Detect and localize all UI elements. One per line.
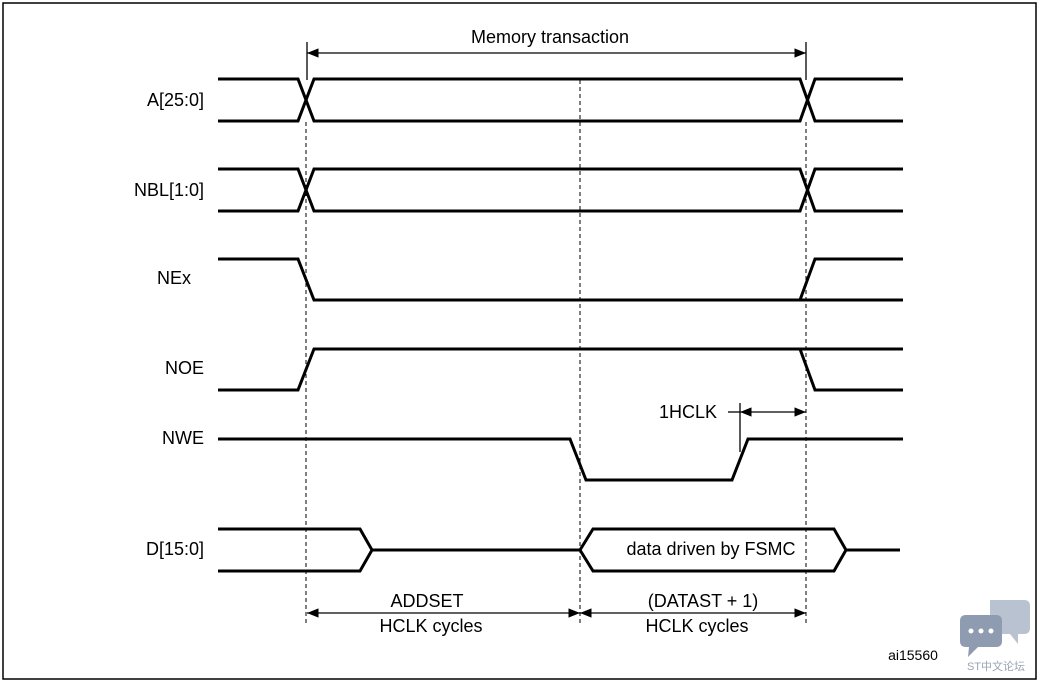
- data-driven-label: data driven by FSMC: [626, 539, 795, 559]
- datast-unit-label: HCLK cycles: [645, 616, 748, 636]
- waveform-a: [218, 77, 903, 123]
- signal-label-nwe: NWE: [162, 428, 204, 448]
- signal-label-noe: NOE: [165, 358, 204, 378]
- addset-label: ADDSET: [390, 591, 463, 611]
- datast-label: (DATAST + 1): [648, 591, 759, 611]
- waveform-nbl: [218, 167, 903, 213]
- signal-label-d: D[15:0]: [146, 539, 204, 559]
- waveform-nex: [218, 257, 903, 302]
- watermark-text: ST中文论坛: [967, 659, 1025, 673]
- signal-label-nbl: NBL[1:0]: [134, 180, 204, 200]
- waveform-nwe: [218, 437, 903, 482]
- one-hclk-label: 1HCLK: [659, 402, 717, 422]
- waveform-noe: [218, 347, 903, 392]
- addset-unit-label: HCLK cycles: [379, 616, 482, 636]
- title: Memory transaction: [471, 27, 629, 47]
- chat-bubble-icon: [960, 600, 1030, 657]
- signal-label-a: A[25:0]: [147, 90, 204, 110]
- signal-label-nex: NEx: [157, 268, 191, 288]
- waveform-d: [218, 527, 900, 573]
- figure-id: ai15560: [888, 647, 938, 663]
